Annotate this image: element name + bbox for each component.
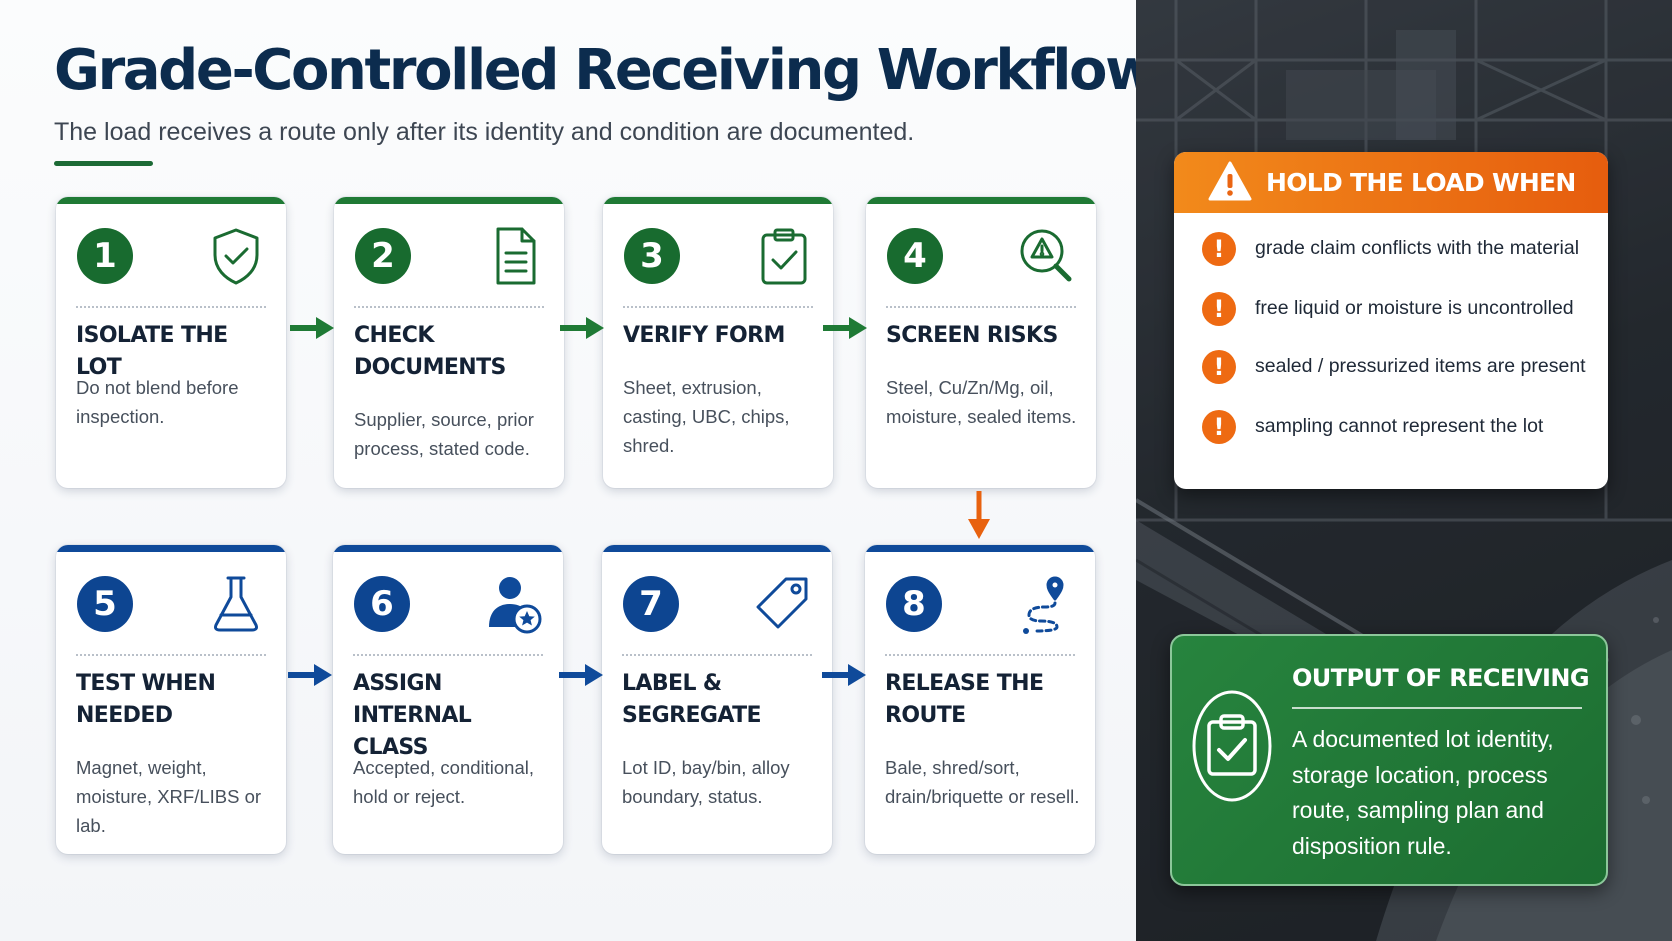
hold-condition-text: grade claim conflicts with the material <box>1255 237 1580 259</box>
step-description: Lot ID, bay/bin, alloy boundary, status. <box>622 757 790 807</box>
step-number: 1 <box>77 228 133 284</box>
card-divider <box>353 654 543 656</box>
step-card-5: 5 Test when needed Magnet, weight, moist… <box>56 545 286 854</box>
hold-condition-text: sampling cannot represent the lot <box>1255 415 1544 437</box>
step-title: Isolate the lot <box>76 323 228 380</box>
step-description: Sheet, extrusion, casting, UBC, chips, s… <box>623 377 790 456</box>
card-accent-bar <box>602 545 832 552</box>
user-badge-icon <box>483 573 543 635</box>
step-title: Check documents <box>354 323 506 380</box>
warning-triangle-icon <box>1208 161 1252 201</box>
exclamation-icon: ! <box>1202 292 1236 326</box>
flow-arrow-2-3 <box>560 317 604 339</box>
step-description: Magnet, weight, moisture, XRF/LIBS or la… <box>76 757 262 836</box>
flow-arrow-3-4 <box>823 317 867 339</box>
card-accent-bar <box>334 197 564 204</box>
card-divider <box>622 654 812 656</box>
page-subtitle: The load receives a route only after its… <box>54 118 915 146</box>
hold-condition: ! free liquid or moisture is uncontrolle… <box>1174 290 1608 330</box>
step-card-2: 2 Check documents Supplier, source, prio… <box>334 197 564 488</box>
card-divider <box>623 306 813 308</box>
hold-condition: ! grade claim conflicts with the materia… <box>1174 230 1608 270</box>
title-underline <box>54 161 153 166</box>
card-accent-bar <box>603 197 833 204</box>
document-icon <box>484 225 544 287</box>
card-accent-bar <box>866 197 1096 204</box>
step-description: Accepted, conditional, hold or reject. <box>353 757 535 807</box>
hold-condition: ! sealed / pressurized items are present <box>1174 348 1608 388</box>
output-text: A documented lot identity, storage locat… <box>1292 726 1554 859</box>
card-divider <box>886 306 1076 308</box>
page-title: Grade-Controlled Receiving Workflow <box>54 38 1157 103</box>
card-accent-bar <box>865 545 1095 552</box>
step-card-6: 6 Assign internal class Accepted, condit… <box>333 545 563 854</box>
output-title: OUTPUT OF RECEIVING <box>1292 664 1590 692</box>
workflow-panel: Grade-Controlled Receiving Workflow The … <box>0 0 1157 941</box>
step-title: Screen risks <box>886 323 1058 348</box>
step-title: Test when needed <box>76 671 216 728</box>
shield-check-icon <box>206 225 266 287</box>
step-title: Label & segregate <box>622 671 762 728</box>
route-pin-icon <box>1015 573 1075 635</box>
exclamation-icon: ! <box>1202 410 1236 444</box>
card-divider <box>354 306 544 308</box>
flow-arrow-6-7 <box>559 664 603 686</box>
step-description: Steel, Cu/Zn/Mg, oil, moisture, sealed i… <box>886 377 1077 427</box>
card-divider <box>76 654 266 656</box>
card-accent-bar <box>333 545 563 552</box>
flask-icon <box>206 573 266 635</box>
step-number: 5 <box>77 576 133 632</box>
exclamation-icon: ! <box>1202 350 1236 384</box>
hold-condition-text: sealed / pressurized items are present <box>1255 355 1586 377</box>
step-title: Release the route <box>885 671 1044 728</box>
card-accent-bar <box>56 197 286 204</box>
flow-arrow-7-8 <box>822 664 866 686</box>
step-description: Bale, shred/sort, drain/briquette or res… <box>885 757 1080 807</box>
magnifier-warning-icon <box>1016 225 1076 287</box>
step-card-1: 1 Isolate the lot Do not blend before in… <box>56 197 286 488</box>
step-card-4: 4 Screen risks Steel, Cu/Zn/Mg, oil, moi… <box>866 197 1096 488</box>
output-panel: OUTPUT OF RECEIVING A documented lot ide… <box>1170 634 1608 886</box>
step-card-3: 3 Verify form Sheet, extrusion, casting,… <box>603 197 833 488</box>
hold-panel: HOLD THE LOAD WHEN ! grade claim conflic… <box>1174 152 1608 489</box>
step-card-8: 8 Release the route Bale, shred/sort, dr… <box>865 545 1095 854</box>
step-title: Verify form <box>623 323 785 348</box>
step-number: 4 <box>887 228 943 284</box>
step-description: Supplier, source, prior process, stated … <box>354 409 534 459</box>
card-accent-bar <box>56 545 286 552</box>
clipboard-check-icon <box>753 225 813 287</box>
step-title: Assign internal class <box>353 671 472 760</box>
step-number: 3 <box>624 228 680 284</box>
step-card-7: 7 Label & segregate Lot ID, bay/bin, all… <box>602 545 832 854</box>
flow-arrow-4-8 <box>968 491 990 539</box>
output-divider <box>1292 707 1582 709</box>
hold-header: HOLD THE LOAD WHEN <box>1174 152 1608 213</box>
flow-arrow-5-6 <box>288 664 332 686</box>
card-divider <box>885 654 1075 656</box>
tag-icon <box>752 573 812 635</box>
step-number: 6 <box>354 576 410 632</box>
step-number: 8 <box>886 576 942 632</box>
flow-arrow-1-2 <box>290 317 334 339</box>
exclamation-icon: ! <box>1202 232 1236 266</box>
step-description: Do not blend before inspection. <box>76 377 239 427</box>
hold-condition: ! sampling cannot represent the lot <box>1174 408 1608 448</box>
card-divider <box>76 306 266 308</box>
step-number: 2 <box>355 228 411 284</box>
clipboard-check-icon <box>1192 690 1272 802</box>
step-number: 7 <box>623 576 679 632</box>
hold-title: HOLD THE LOAD WHEN <box>1266 168 1576 197</box>
hold-condition-text: free liquid or moisture is uncontrolled <box>1255 297 1574 319</box>
